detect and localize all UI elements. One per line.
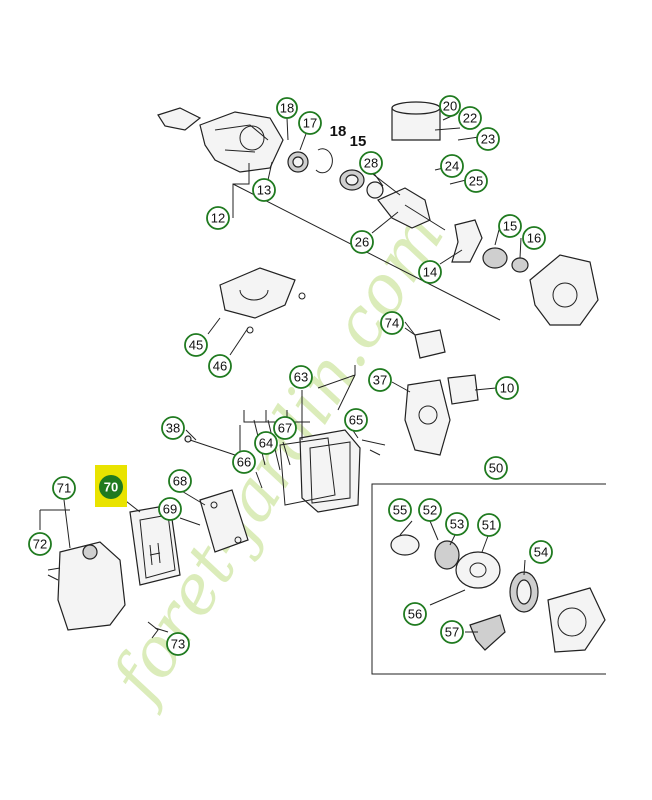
callout-37[interactable]: 37 — [368, 368, 392, 392]
callout-label: 16 — [527, 231, 541, 246]
fuel-tank-drawing — [47, 541, 159, 639]
callout-label: 52 — [423, 503, 437, 518]
callout-14[interactable]: 14 — [418, 260, 442, 284]
callout-label: 57 — [445, 625, 459, 640]
callout-18[interactable]: 18 — [276, 97, 298, 119]
callout-16[interactable]: 16 — [522, 226, 546, 250]
callout-label: 63 — [294, 370, 308, 385]
callout-56[interactable]: 56 — [403, 602, 427, 626]
callout-38[interactable]: 38 — [161, 416, 185, 440]
callout-20[interactable]: 20 — [439, 95, 461, 117]
callout-label: 66 — [237, 455, 251, 470]
starter-box — [371, 483, 606, 675]
callout-12[interactable]: 12 — [206, 206, 230, 230]
callout-label: 13 — [257, 183, 271, 198]
callout-24[interactable]: 24 — [440, 154, 464, 178]
callout-label: 37 — [373, 373, 387, 388]
bearings-drawing — [287, 148, 529, 273]
callout-label: 50 — [489, 461, 503, 476]
callout-66[interactable]: 66 — [232, 450, 256, 474]
callout-17[interactable]: 17 — [298, 111, 322, 135]
callout-57[interactable]: 57 — [440, 620, 464, 644]
callout-label: 54 — [534, 545, 548, 560]
callout-label: 25 — [469, 174, 483, 189]
crankshaft-drawing — [364, 167, 446, 231]
callout-45[interactable]: 45 — [184, 333, 208, 357]
callout-label: 26 — [355, 235, 369, 250]
callout-label: 53 — [450, 517, 464, 532]
callout-label: 56 — [408, 607, 422, 622]
callout-label: 55 — [393, 503, 407, 518]
callout-46[interactable]: 46 — [208, 354, 232, 378]
crank-half-drawing — [451, 219, 599, 326]
callout-label: 12 — [211, 211, 225, 226]
carburetor-drawing — [404, 374, 479, 456]
piston-drawing — [391, 101, 461, 141]
crankcase-drawing — [157, 107, 284, 173]
air-box-drawing — [279, 429, 386, 513]
ignition-coil-drawing — [404, 327, 446, 359]
callout-label: 24 — [445, 159, 459, 174]
callout-label: 28 — [364, 156, 378, 171]
callout-label: 14 — [423, 265, 437, 280]
callout-50[interactable]: 50 — [484, 456, 508, 480]
callout-label: 65 — [349, 413, 363, 428]
bolt-drawing — [184, 435, 236, 456]
fan-housing-drawing — [219, 267, 306, 334]
callout-25[interactable]: 25 — [464, 169, 488, 193]
callout-label: 45 — [189, 338, 203, 353]
callout-label: 15 — [503, 219, 517, 234]
filter-plate-drawing — [199, 489, 249, 553]
callout-64[interactable]: 64 — [254, 431, 278, 455]
callout-label: 64 — [259, 436, 273, 451]
callout-53[interactable]: 53 — [445, 512, 469, 536]
callout-13[interactable]: 13 — [252, 178, 276, 202]
callout-label: 73 — [171, 637, 185, 652]
callout-label: 46 — [213, 359, 227, 374]
callout-71[interactable]: 71 — [52, 476, 76, 500]
callout-label: 72 — [33, 537, 47, 552]
callout-label: 74 — [385, 316, 399, 331]
callout-65[interactable]: 65 — [344, 408, 368, 432]
callout-label: 51 — [482, 518, 496, 533]
callout-label: 69 — [163, 502, 177, 517]
callout-label: 70 — [104, 480, 118, 495]
callout-label: 38 — [166, 421, 180, 436]
callout-28[interactable]: 28 — [359, 151, 383, 175]
callout-55[interactable]: 55 — [388, 498, 412, 522]
callout-26[interactable]: 26 — [350, 230, 374, 254]
callout-15[interactable]: 15 — [498, 214, 522, 238]
callout-74[interactable]: 74 — [380, 311, 404, 335]
callout-label: 20 — [443, 99, 457, 114]
callout-23[interactable]: 23 — [476, 127, 500, 151]
callout-69[interactable]: 69 — [158, 497, 182, 521]
callout-22[interactable]: 22 — [458, 106, 482, 130]
callout-label: 23 — [481, 132, 495, 147]
air-filter-drawing — [129, 504, 181, 586]
callout-label: 68 — [173, 474, 187, 489]
callout-63[interactable]: 63 — [289, 365, 313, 389]
callout-label: 10 — [500, 381, 514, 396]
callout-label: 18 — [280, 101, 294, 116]
callout-54[interactable]: 54 — [529, 540, 553, 564]
starter-drawing — [390, 534, 606, 653]
callout-label: 67 — [278, 421, 292, 436]
callout-52[interactable]: 52 — [418, 498, 442, 522]
callout-label: 71 — [57, 481, 71, 496]
plain-label-18: 18 — [330, 123, 347, 140]
callout-72[interactable]: 72 — [28, 532, 52, 556]
callout-70-selected[interactable]: 70 — [95, 465, 127, 507]
callout-68[interactable]: 68 — [168, 469, 192, 493]
callout-10[interactable]: 10 — [495, 376, 519, 400]
callout-73[interactable]: 73 — [166, 632, 190, 656]
callout-label: 22 — [463, 111, 477, 126]
callout-67[interactable]: 67 — [273, 416, 297, 440]
callout-label: 17 — [303, 116, 317, 131]
callout-51[interactable]: 51 — [477, 513, 501, 537]
plain-label-15: 15 — [350, 133, 367, 150]
